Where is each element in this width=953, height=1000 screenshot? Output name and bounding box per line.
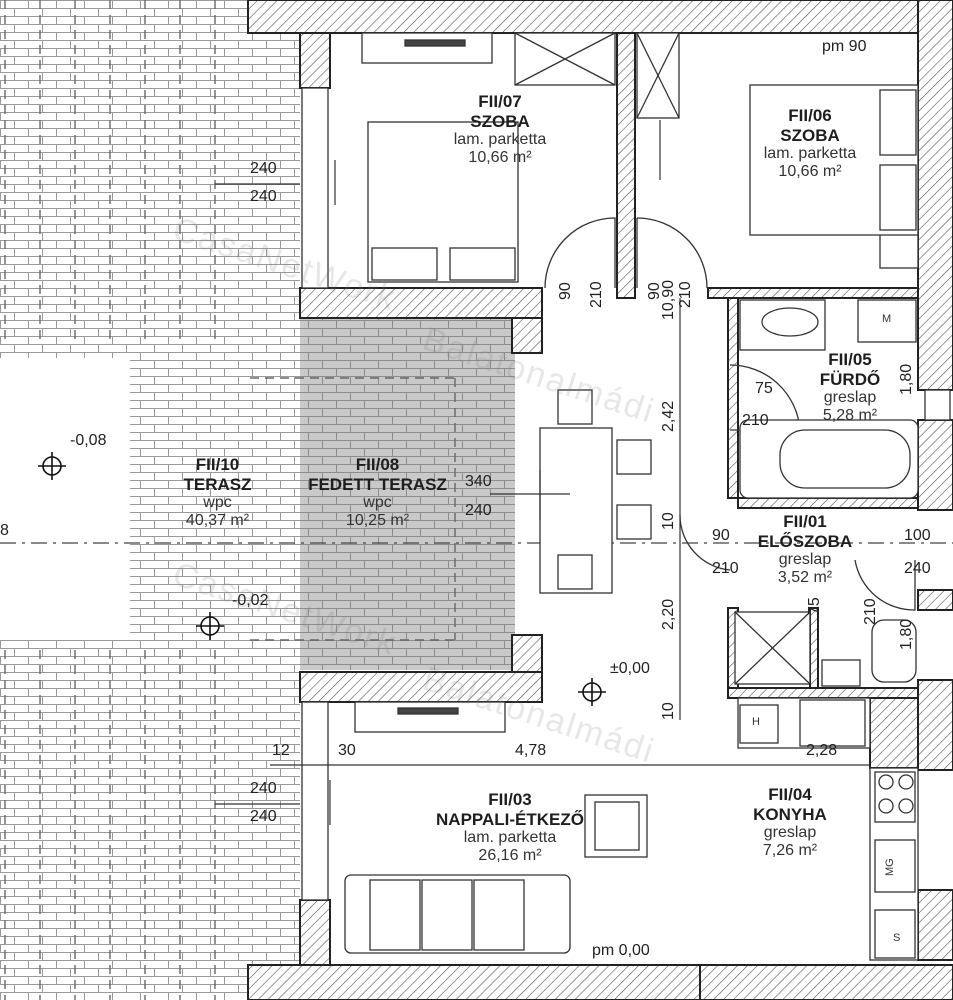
- wc-sink: [821, 659, 861, 687]
- room-name: TERASZ: [183, 474, 252, 494]
- room-label-fii04: FII/04 KONYHA greslap 7,26 m²: [735, 785, 845, 861]
- room-area: 3,52 m²: [777, 569, 833, 587]
- fixture-label-mg: MG: [884, 858, 896, 876]
- room-name: FÜRDŐ: [819, 369, 881, 389]
- dim-door-width: 100: [904, 527, 931, 544]
- fixture-label-s: S: [893, 932, 901, 944]
- room-floor: greslap: [823, 389, 877, 407]
- room-area: 10,25 m²: [345, 512, 410, 530]
- room-area: 10,66 m²: [778, 163, 842, 181]
- room-floor: wpc: [363, 494, 392, 512]
- dim-12: 12: [272, 742, 290, 759]
- dim-window-width: 240: [250, 160, 277, 177]
- room-floor: wpc: [203, 494, 232, 512]
- dim-door-height: 210: [862, 598, 879, 625]
- dim-220: 2,20: [660, 598, 677, 630]
- room-id: FII/06: [788, 106, 832, 125]
- dim-pm90: pm 90: [822, 38, 867, 55]
- room-area: 40,37 m²: [185, 512, 250, 530]
- level-label: -0,08: [70, 432, 107, 449]
- dim-door-width: 75: [755, 380, 773, 397]
- room-floor: lam. parketta: [763, 145, 857, 163]
- room-name: SZOBA: [470, 111, 530, 131]
- toilet: [871, 619, 917, 683]
- room-id: FII/05: [828, 350, 872, 369]
- room-label-fii10: FII/10 TERASZ wpc 40,37 m²: [150, 455, 285, 531]
- dim-door-width: 90: [557, 282, 574, 300]
- dim-30: 30: [338, 742, 356, 759]
- room-name: SZOBA: [780, 125, 840, 145]
- room-name: KONYHA: [753, 804, 827, 824]
- room-name: ELŐSZOBA: [757, 531, 853, 551]
- washing-machine: [857, 299, 917, 343]
- room-area: 10,66 m²: [468, 149, 532, 167]
- dim-window-height: 240: [250, 808, 277, 825]
- dim-door-height: 210: [742, 412, 769, 429]
- room-area: 7,26 m²: [762, 842, 818, 860]
- dim-242: 2,42: [660, 400, 677, 432]
- dim-window-height: 240: [250, 188, 277, 205]
- dim-10: 10: [660, 702, 677, 720]
- dim-door-height: 210: [712, 560, 739, 577]
- dim-door-height: 240: [465, 502, 492, 519]
- room-id: FII/10: [195, 455, 240, 474]
- fixture-label-h: H: [752, 716, 760, 728]
- room-name: FEDETT TERASZ: [308, 474, 447, 494]
- level-markers: [38, 452, 606, 706]
- room-label-fii05: FII/05 FÜRDŐ greslap 5,28 m²: [800, 350, 900, 426]
- room-floor: lam. parketta: [453, 131, 547, 149]
- room-label-fii03: FII/03 NAPPALI-ÉTKEZŐ lam. parketta 26,1…: [420, 790, 600, 866]
- dim-pm000: pm 0,00: [592, 942, 650, 959]
- dim-door-width: 75: [806, 597, 823, 615]
- room-id: FII/01: [783, 512, 827, 531]
- dim-window-width: 240: [250, 780, 277, 797]
- dim-228: 2,28: [806, 742, 838, 759]
- room-label-fii07: FII/07 SZOBA lam. parketta 10,66 m²: [420, 92, 580, 168]
- dim-door-width: 340: [465, 473, 492, 490]
- room-id: FII/08: [355, 455, 400, 474]
- dim-window-180: 1,80: [898, 363, 915, 395]
- fixture-label-washer: M: [882, 313, 892, 325]
- furniture: [344, 32, 919, 961]
- room-label-fii08: FII/08 FEDETT TERASZ wpc 10,25 m²: [295, 455, 460, 531]
- dim-door-width: 90: [712, 527, 730, 544]
- room-label-fii01: FII/01 ELŐSZOBA greslap 3,52 m²: [745, 512, 865, 588]
- room-name: NAPPALI-ÉTKEZŐ: [436, 809, 584, 829]
- room-id: FII/03: [488, 790, 532, 809]
- room-id: FII/07: [478, 92, 522, 111]
- dim-door-height: 210: [588, 281, 605, 308]
- dim-axis-eight: 8: [0, 522, 9, 539]
- dim-478: 4,78: [515, 742, 547, 759]
- dim-1090: 10,90: [660, 279, 677, 320]
- terrace-deck: [0, 0, 515, 1000]
- room-area: 5,28 m²: [822, 407, 878, 425]
- room-floor: greslap: [778, 551, 832, 569]
- level-label: -0,02: [232, 592, 269, 609]
- dim-window-180: 1,80: [898, 618, 915, 650]
- dim-door-height: 210: [677, 281, 694, 308]
- dim-10: 10: [660, 512, 677, 530]
- room-area: 26,16 m²: [478, 847, 542, 865]
- room-floor: lam. parketta: [463, 829, 557, 847]
- dimension-lines: [215, 120, 870, 825]
- room-floor: greslap: [763, 824, 817, 842]
- room-label-fii06: FII/06 SZOBA lam. parketta 10,66 m²: [730, 106, 890, 182]
- level-label: ±0,00: [610, 660, 650, 677]
- dim-door-height: 240: [904, 560, 931, 577]
- walls: [247, 0, 953, 1000]
- room-id: FII/04: [768, 785, 812, 804]
